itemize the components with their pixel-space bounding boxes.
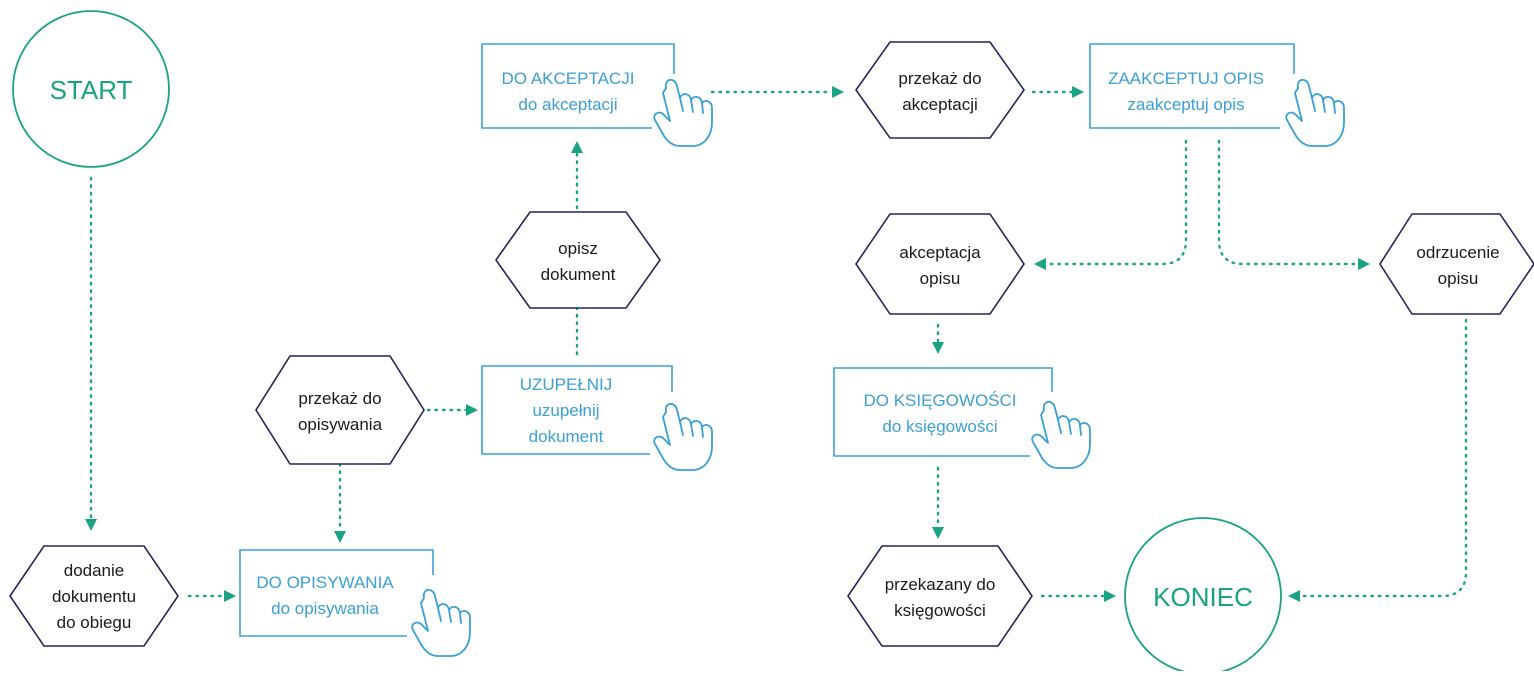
- box-complete[interactable]: UZUPEŁNIJ uzupełnij dokument: [481, 365, 713, 471]
- box-status-label: ZAAKCEPTUJ OPIS: [1108, 69, 1264, 88]
- hex-describe-document: opisz dokument: [495, 211, 661, 309]
- arrowhead-icon: [1288, 590, 1300, 602]
- pointer-hand-icon: [1285, 78, 1345, 147]
- svg-text:akceptacja: akceptacja: [899, 243, 981, 262]
- start-label: START: [50, 75, 133, 105]
- arrowhead-icon: [466, 404, 478, 416]
- svg-text:dokument: dokument: [541, 265, 616, 284]
- arrowhead-icon: [1104, 590, 1116, 602]
- svg-text:akceptacji: akceptacji: [902, 95, 978, 114]
- box-to-accept[interactable]: DO AKCEPTACJI do akceptacji: [481, 43, 713, 147]
- arrowhead-icon: [1034, 258, 1046, 270]
- arrowhead-icon: [932, 527, 944, 539]
- box-action-label[interactable]: uzupełnij: [532, 401, 599, 420]
- box-action-label[interactable]: do akceptacji: [518, 95, 617, 114]
- end-label: KONIEC: [1153, 582, 1253, 612]
- svg-text:opisz: opisz: [558, 239, 598, 258]
- arrowhead-icon: [932, 342, 944, 354]
- flow-connectors: [85, 86, 1468, 602]
- box-status-label: DO AKCEPTACJI: [502, 69, 635, 88]
- box-action-label[interactable]: do księgowości: [882, 417, 997, 436]
- svg-text:odrzucenie: odrzucenie: [1416, 243, 1499, 262]
- arrowhead-icon: [224, 590, 236, 602]
- end-node: KONIEC: [1124, 517, 1282, 675]
- box-action-label[interactable]: dokument: [529, 427, 604, 446]
- box-accept-description[interactable]: ZAAKCEPTUJ OPIS zaakceptuj opis: [1089, 43, 1345, 147]
- box-action-label[interactable]: zaakceptuj opis: [1127, 95, 1244, 114]
- hex-pass-to-accept: przekaż do akceptacji: [855, 41, 1025, 139]
- arrowhead-icon: [1072, 86, 1084, 98]
- svg-text:opisywania: opisywania: [298, 415, 383, 434]
- box-to-accounting[interactable]: DO KSIĘGOWOŚCI do księgowości: [833, 367, 1091, 469]
- svg-text:przekaż do: przekaż do: [298, 389, 381, 408]
- arrowhead-icon: [85, 519, 97, 531]
- box-status-label: UZUPEŁNIJ: [520, 375, 613, 394]
- box-to-describe[interactable]: DO OPISYWANIA do opisywania: [239, 549, 471, 657]
- start-node: START: [12, 10, 170, 168]
- hex-description-rejected: odrzucenie opisu: [1379, 213, 1534, 315]
- svg-text:opisu: opisu: [1438, 269, 1479, 288]
- box-action-label[interactable]: do opisywania: [271, 599, 379, 618]
- hex-add-document: dodanie dokumentu do obiegu: [9, 545, 179, 647]
- box-status-label: DO KSIĘGOWOŚCI: [863, 391, 1016, 410]
- hex-passed-to-accounting: przekazany do księgowości: [847, 545, 1033, 647]
- svg-text:księgowości: księgowości: [894, 601, 986, 620]
- flow-accept-to-accepted: [1045, 139, 1188, 266]
- svg-text:opisu: opisu: [920, 269, 961, 288]
- svg-text:do obiegu: do obiegu: [57, 613, 132, 632]
- svg-text:przekaż do: przekaż do: [898, 69, 981, 88]
- hex-pass-to-describe: przekaż do opisywania: [255, 355, 425, 465]
- arrowhead-icon: [832, 86, 844, 98]
- arrowhead-icon: [571, 141, 583, 153]
- svg-text:dokumentu: dokumentu: [52, 587, 136, 606]
- arrowhead-icon: [334, 531, 346, 543]
- hex-description-accepted: akceptacja opisu: [855, 213, 1025, 315]
- svg-text:dodanie: dodanie: [64, 561, 125, 580]
- flow-accept-to-rejected: [1217, 139, 1360, 266]
- flow-rejected-to-end: [1298, 318, 1468, 598]
- svg-text:przekazany do: przekazany do: [885, 575, 996, 594]
- box-status-label: DO OPISYWANIA: [256, 573, 394, 592]
- arrowhead-icon: [1358, 258, 1370, 270]
